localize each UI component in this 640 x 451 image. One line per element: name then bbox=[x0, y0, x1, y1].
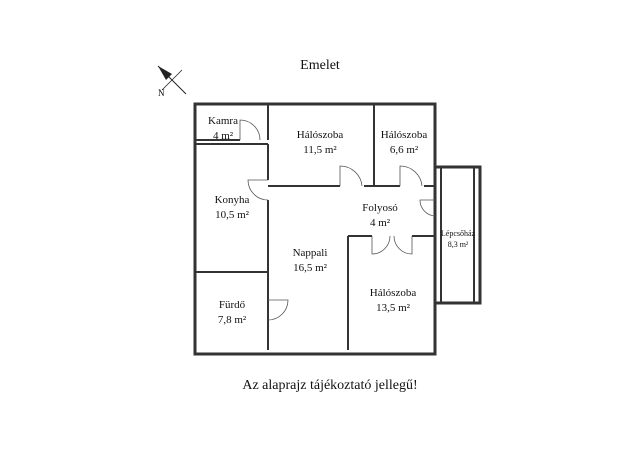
room-name: Konyha bbox=[214, 194, 250, 206]
floor-title: Emelet bbox=[300, 58, 340, 73]
room-area: 10,5 m² bbox=[215, 209, 249, 221]
room-nappali: Nappali 16,5 m² bbox=[280, 246, 340, 276]
room-haloszoba-2: Hálószoba 6,6 m² bbox=[374, 128, 434, 158]
room-lepcsohaz: Lépcsőház 8,3 m² bbox=[436, 228, 480, 250]
room-folyoso: Folyosó 4 m² bbox=[350, 201, 410, 231]
room-name: Kamra bbox=[208, 115, 238, 127]
room-name: Lépcsőház bbox=[440, 229, 476, 238]
room-area: 8,3 m² bbox=[447, 240, 469, 249]
room-area: 4 m² bbox=[369, 217, 391, 229]
room-area: 7,8 m² bbox=[217, 314, 247, 326]
room-kamra: Kamra 4 m² bbox=[200, 114, 246, 144]
room-haloszoba-1: Hálószoba 11,5 m² bbox=[280, 128, 360, 158]
room-furdo: Fürdő 7,8 m² bbox=[198, 298, 266, 328]
room-area: 6,6 m² bbox=[389, 144, 419, 156]
room-name: Nappali bbox=[292, 247, 328, 259]
room-name: Hálószoba bbox=[296, 129, 344, 141]
room-name: Folyosó bbox=[362, 202, 398, 214]
room-name: Fürdő bbox=[218, 299, 246, 311]
room-name: Hálószoba bbox=[369, 287, 417, 299]
svg-text:N: N bbox=[158, 88, 165, 98]
room-haloszoba-3: Hálószoba 13,5 m² bbox=[356, 286, 430, 316]
room-area: 4 m² bbox=[212, 130, 234, 142]
room-area: 11,5 m² bbox=[303, 144, 337, 156]
footer-note: Az alaprajz tájékoztató jellegű! bbox=[242, 378, 418, 393]
room-name: Hálószoba bbox=[380, 129, 428, 141]
north-arrow-icon: N bbox=[157, 65, 187, 98]
room-area: 13,5 m² bbox=[376, 302, 410, 314]
room-area: 16,5 m² bbox=[293, 262, 327, 274]
room-konyha: Konyha 10,5 m² bbox=[200, 193, 264, 223]
